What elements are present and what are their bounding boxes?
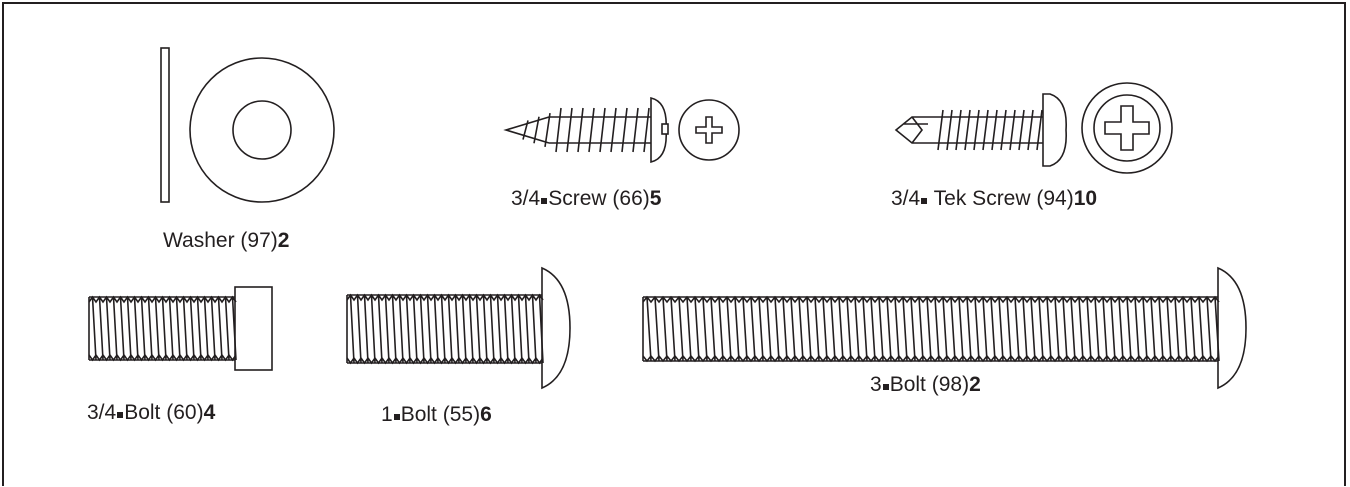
phillips-cross-icon <box>695 116 723 144</box>
tek-screw-number: (94) <box>1036 187 1074 210</box>
bolt-3-4-threads <box>88 295 237 362</box>
tek-screw-washer-head <box>1042 93 1067 167</box>
tek-screw-drill-point <box>894 116 936 144</box>
tek-screw-shank <box>936 116 1043 144</box>
bolt-3-4-head <box>234 286 273 371</box>
bolt-3-4-name: Bolt <box>124 401 161 424</box>
washer-name: Washer <box>163 229 235 252</box>
bolt-3-4-qty: 4 <box>203 401 216 424</box>
bolt-3-head <box>1217 266 1247 390</box>
bolt-3-thread-lines <box>642 295 1220 363</box>
bolt-1-thread-lines <box>346 293 544 365</box>
washer-label: Washer (97)2 <box>163 230 289 251</box>
bolt-3-4-thread-lines <box>88 295 237 362</box>
inch-mark <box>921 198 928 204</box>
screw-illustration <box>503 96 740 164</box>
washer-outer-ring <box>189 57 335 203</box>
washer-illustration <box>160 47 335 203</box>
screw-threads <box>522 107 650 153</box>
bolt-3-name: Bolt <box>889 373 926 396</box>
inch-mark <box>393 414 400 420</box>
screw-name: Screw <box>548 187 607 210</box>
washer-side-view <box>160 47 170 203</box>
screw-label: 3/4 Screw (66)5 <box>511 188 661 209</box>
tek-screw-illustration <box>894 82 1173 174</box>
tek-screw-size: 3/4 <box>891 187 921 210</box>
tek-screw-threads <box>937 109 1043 151</box>
screw-head-top-view <box>678 99 740 161</box>
bolt-3-4-label: 3/4 Bolt (60)4 <box>87 402 215 423</box>
bolt-1-head <box>541 266 571 390</box>
washer-qty: 2 <box>277 229 290 252</box>
inch-mark <box>882 384 889 390</box>
screw-neck <box>661 123 669 135</box>
bolt-1-number: (55) <box>442 403 481 426</box>
bolt-1-qty: 6 <box>480 403 492 426</box>
bolt-1-illustration <box>346 266 571 390</box>
bolt-3-label: 3 Bolt (98)2 <box>870 374 981 395</box>
screw-qty: 5 <box>649 187 662 210</box>
bolt-3-size: 3 <box>870 373 882 396</box>
bolt-3-illustration <box>642 266 1247 390</box>
washer-number: (97) <box>240 229 278 252</box>
tek-screw-name: Tek Screw <box>933 187 1031 210</box>
tek-screw-head-inner-ring <box>1093 94 1161 162</box>
washer-hole <box>232 100 292 160</box>
bolt-1-size: 1 <box>381 403 393 426</box>
inch-mark <box>117 412 124 418</box>
bolt-3-4-number: (60) <box>166 401 204 424</box>
bolt-1-label: 1 Bolt (55)6 <box>381 404 492 425</box>
phillips-drive-icon <box>1104 105 1150 151</box>
bolt-3-4-size: 3/4 <box>87 401 117 424</box>
tek-screw-qty: 10 <box>1073 187 1098 210</box>
screw-thread-lines <box>522 107 650 153</box>
bolt-3-qty: 2 <box>969 373 981 396</box>
tek-screw-thread-lines <box>937 109 1043 151</box>
bolt-1-name: Bolt <box>400 403 437 426</box>
bolt-3-number: (98) <box>931 373 970 396</box>
inch-mark <box>541 198 548 204</box>
bolt-3-threads <box>642 295 1220 363</box>
tek-screw-label: 3/4 Tek Screw (94)10 <box>891 188 1097 209</box>
bolt-3-4-illustration <box>88 286 273 371</box>
bolt-1-threads <box>346 293 544 365</box>
tek-screw-head-top-view <box>1081 82 1173 174</box>
screw-size: 3/4 <box>511 187 541 210</box>
screw-number: (66) <box>612 187 650 210</box>
